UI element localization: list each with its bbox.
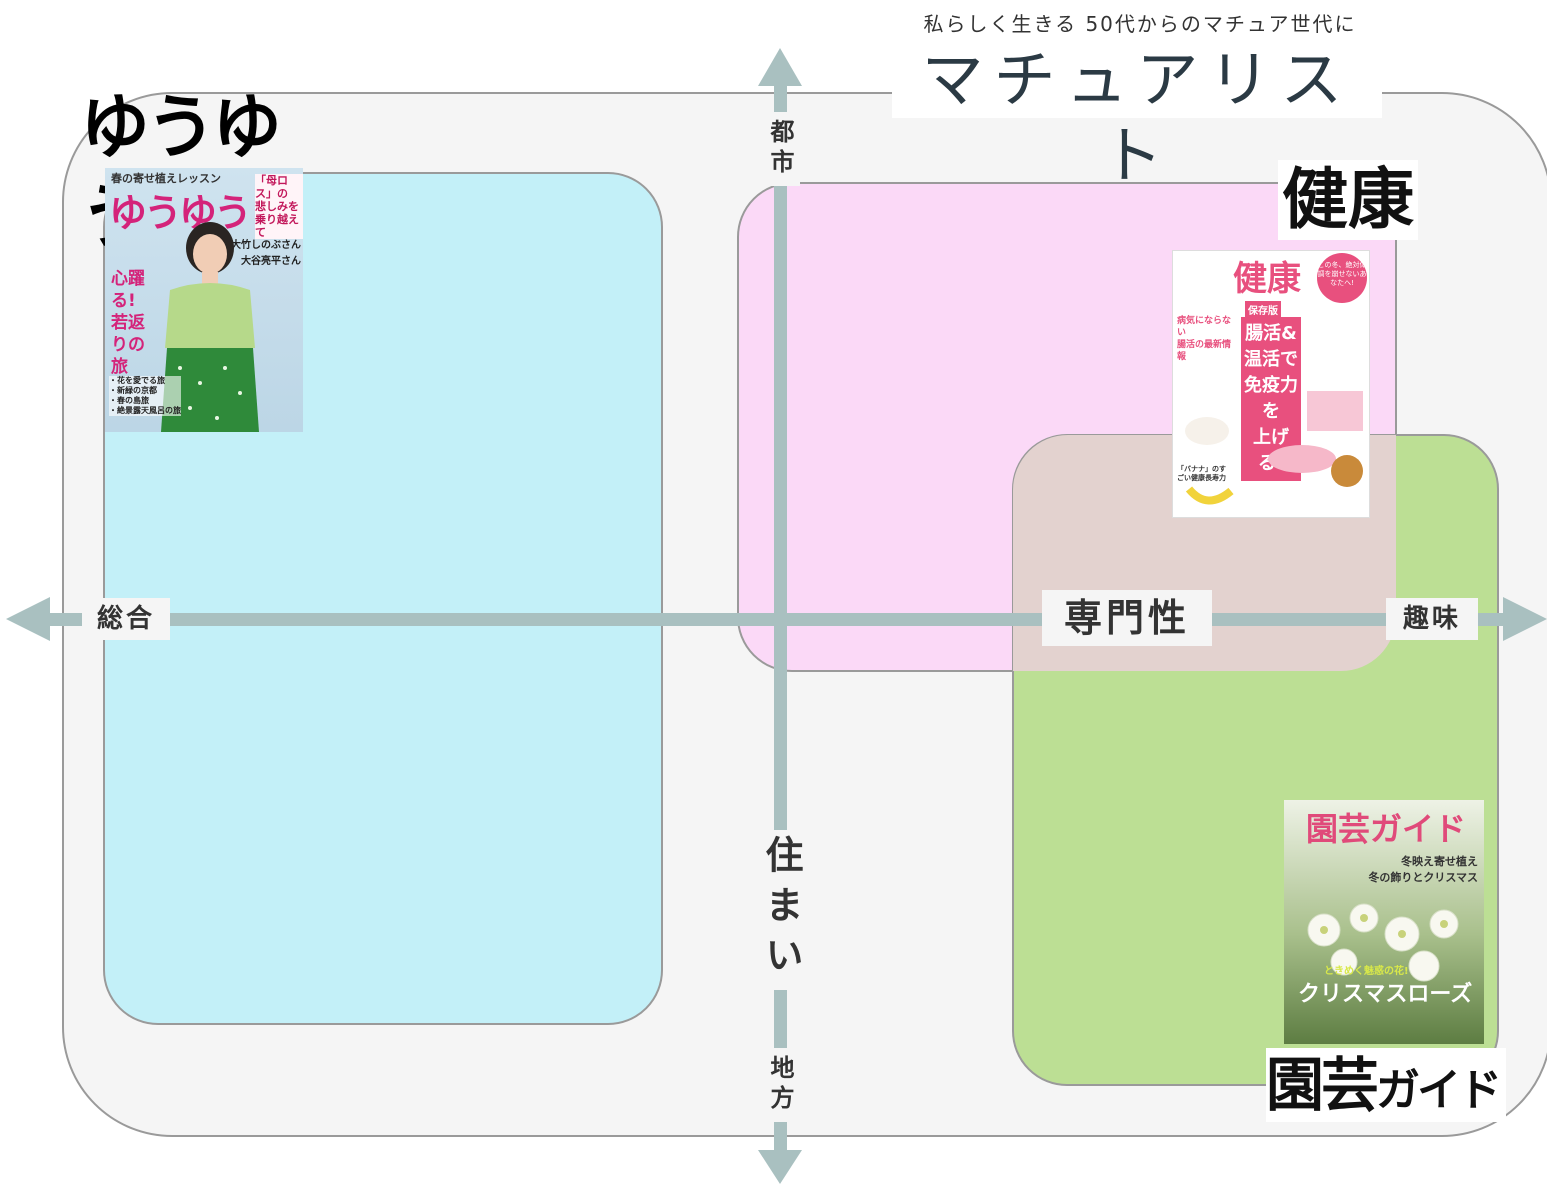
vertical-axis [774,70,787,1160]
yuyu-cover-header: 春の寄せ植えレッスン [111,172,221,185]
yuyu-cover-side: 「母ロス」の 悲しみを 乗り越えて [255,174,303,239]
yuyu-list-item: ・絶景露天風呂の旅 [109,406,181,415]
axis-arrow-up [758,48,802,86]
yuyu-name: 大竹しのぶさん [231,240,301,251]
axis-label-housing: 住まい [755,830,807,990]
yuyu-cover-feature: 心躍る! 若返りの旅 [111,269,145,377]
kenko-cover-bubble: この冬、絶対体調を崩せないあなたへ! [1317,253,1367,303]
yuyu-list-item: ・花を愛でる旅 [109,376,165,385]
kenko-cover-badge: 保存版 [1245,301,1281,318]
axis-label-top: 都市 [760,112,800,186]
kenko-side-line: 腸活の最新情報 [1177,340,1232,362]
engei-cover-title: 園芸ガイド [1306,810,1467,848]
kenko-cover: 健康 この冬、絶対体調を崩せないあなたへ! 保存版 腸活&温活で 免疫力を 上げ… [1172,250,1370,518]
yuyu-cover-names: 大竹しのぶさん 大谷亮平さん [229,238,301,270]
engei-cover-flowers [1307,903,1459,982]
kenko-cover-illustration [1185,391,1363,505]
engei-cover-headline: クリスマスローズ [1298,982,1473,1007]
yuyu-cover-title: ゆうゆう [109,191,252,235]
axis-arrow-down [758,1150,802,1184]
yuyu-list-item: ・春の島旅 [109,396,149,405]
maturist-tagline: 私らしく生きる 50代からのマチュア世代に [905,8,1375,38]
engei-cover-tagline: ときめく魅惑の花! [1324,966,1409,977]
yuyu-cover: 春の寄せ植えレッスン ゆうゆう 「母ロス」の 悲しみを 乗り越えて 大竹しのぶさ… [105,168,303,432]
axis-arrow-left [6,597,50,641]
cover-model-illustration [161,222,259,432]
kenko-headline-line: 免疫力を [1244,375,1298,422]
engei-logo: 園芸ガイド [1266,1048,1506,1122]
axis-arrow-right [1503,597,1547,641]
yuyu-name: 大谷亮平さん [241,256,301,267]
maturist-logo: マチュアリスト [892,42,1382,192]
yuyu-list-item: ・新緑の京都 [109,386,157,395]
kenko-cover-title: 健康 [1233,259,1301,299]
yuyu-cover-list: ・花を愛でる旅 ・新緑の京都 ・春の島旅 ・絶景露天風呂の旅 [109,376,181,416]
kenko-logo: 健康 [1278,160,1418,240]
engei-cover: 園芸ガイド 冬映え寄せ植え 冬の飾りとクリスマス ときめく魅惑の花! クリスマス… [1284,800,1484,1044]
yuyu-side-line: 「母ロス」の [255,174,288,200]
axis-label-right: 趣味 [1386,598,1478,640]
kenko-cover-banana: 「バナナ」のすごい健康長寿力 [1177,465,1226,482]
engei-cover-subtitle: 冬映え寄せ植え 冬の飾りとクリスマス [1368,854,1478,886]
kenko-cover-side: 病気にならない 腸活の最新情報 [1177,315,1233,363]
kenko-side-line: 病気にならない [1177,316,1232,338]
engei-subtitle-line: 冬の飾りとクリスマス [1368,871,1478,884]
yuyu-logo: ゆうゆう [80,86,282,258]
axis-label-specialty: 専門性 [1042,590,1212,646]
kenko-headline-line: 腸活&温活で [1244,323,1298,370]
engei-subtitle-line: 冬映え寄せ植え [1401,855,1478,868]
yuyu-side-line: 乗り越えて [255,213,299,239]
yuyu-side-line: 悲しみを [255,200,299,213]
engei-logo-main: 園芸 [1266,1051,1379,1119]
engei-logo-sub: ガイド [1376,1065,1502,1116]
axis-label-bottom: 地方 [760,1048,800,1122]
axis-label-left: 総合 [82,598,170,640]
